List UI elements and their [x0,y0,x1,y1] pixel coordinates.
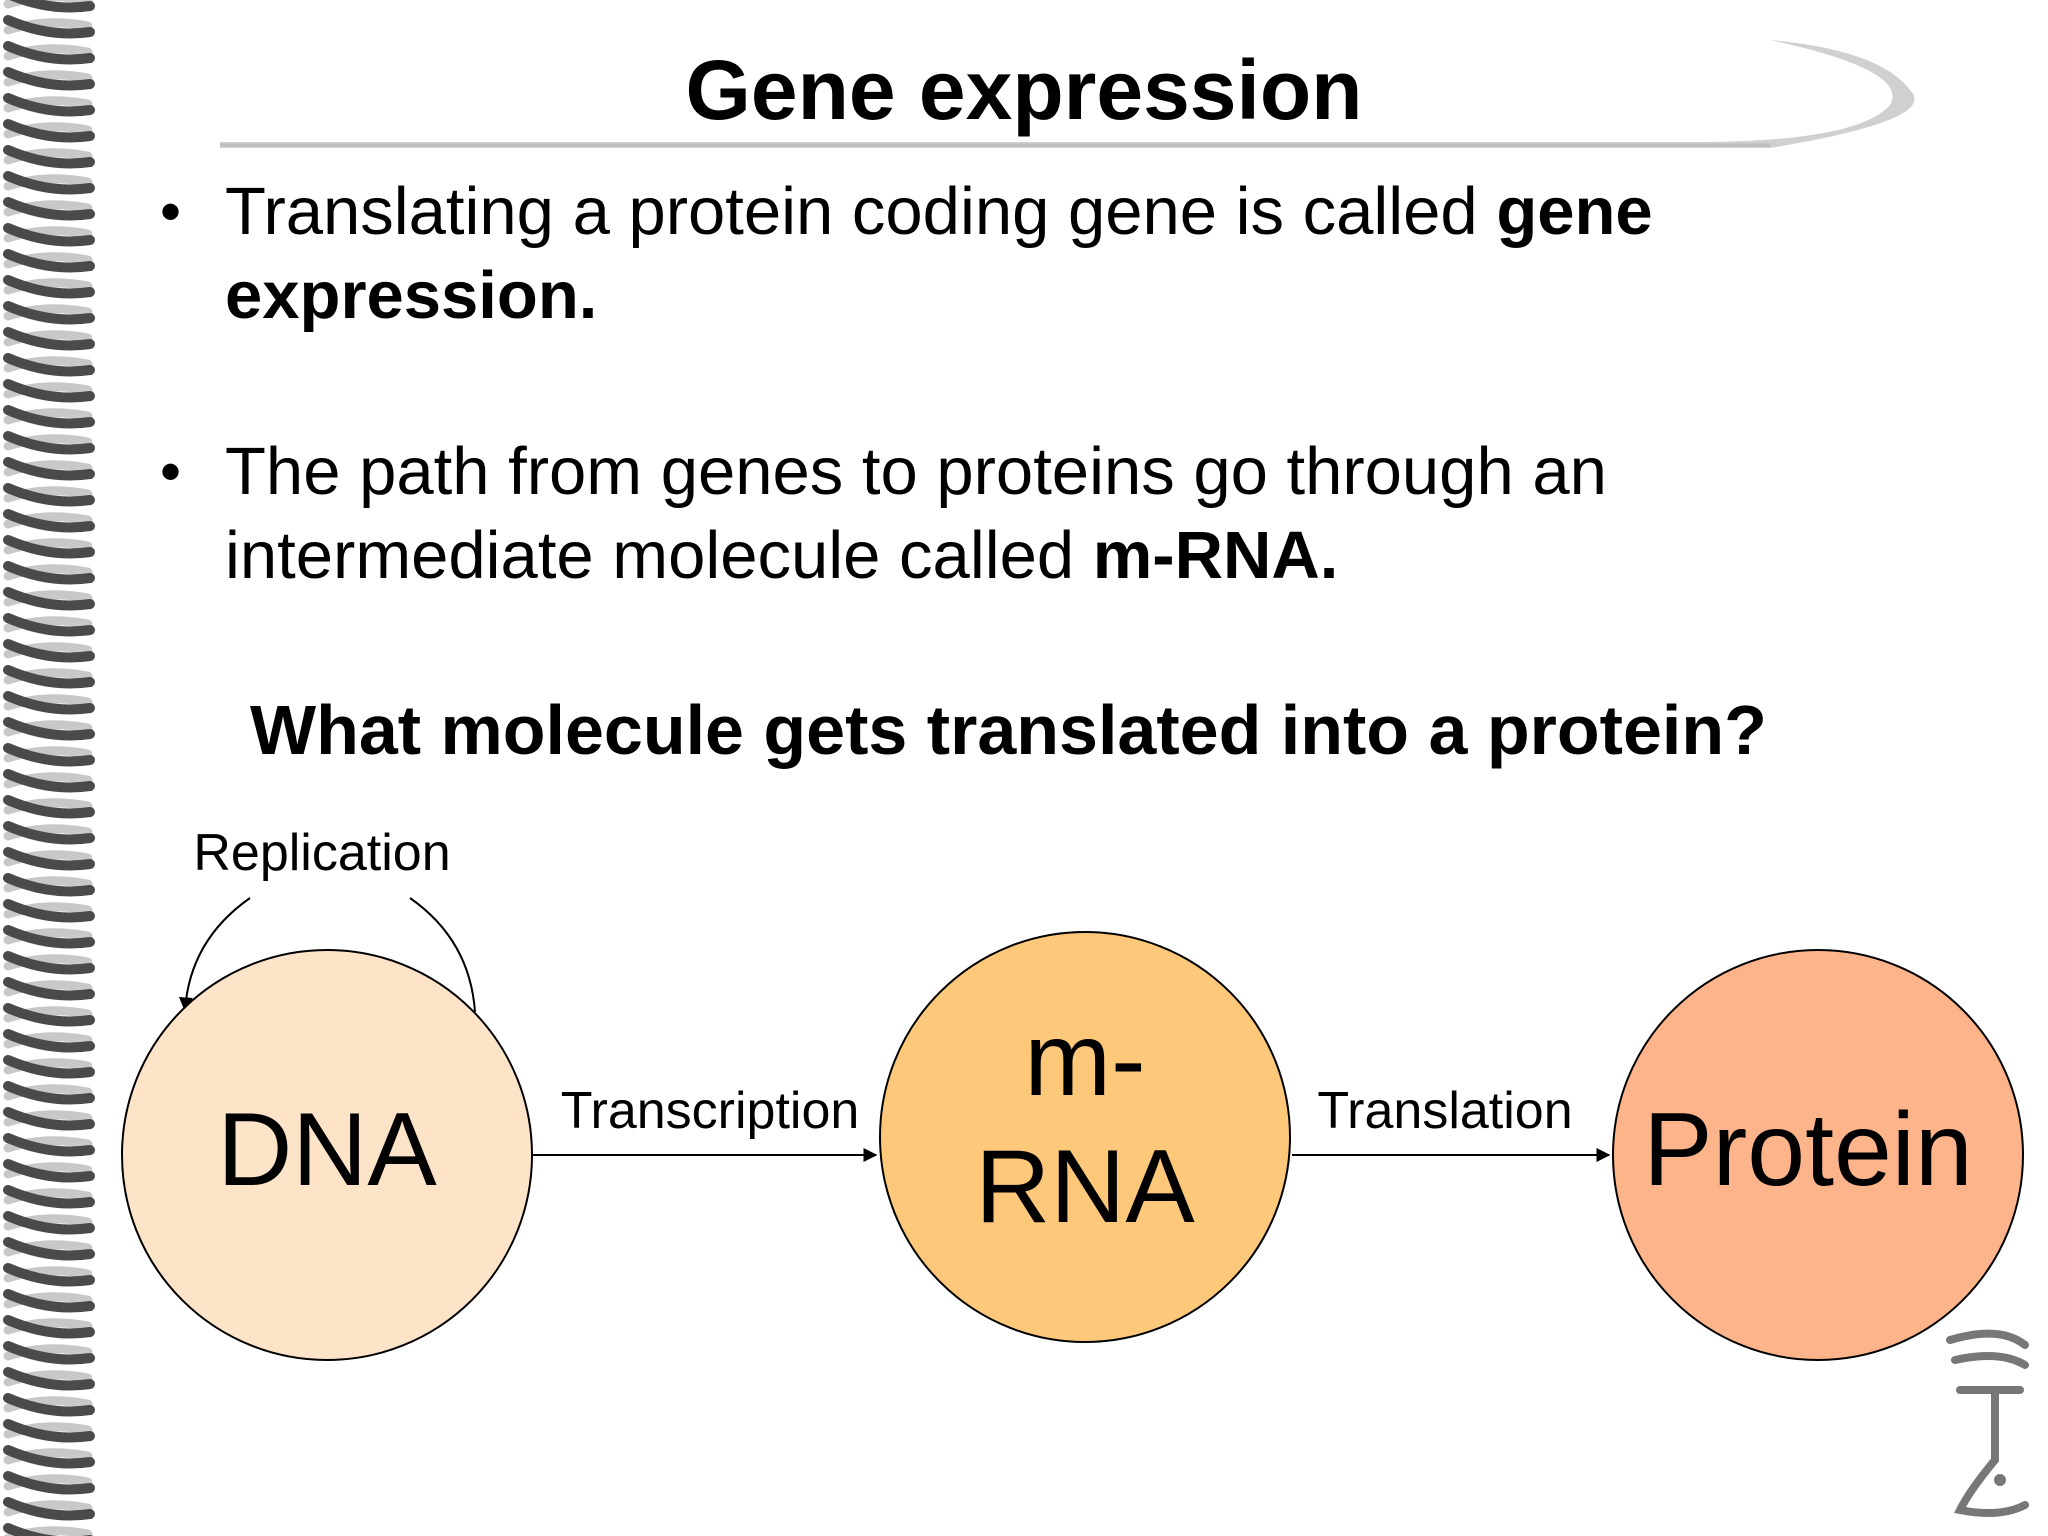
helix-strand-dark [3,1133,95,1157]
helix-strand-dark [3,561,95,585]
node-protein-label: Protein [1643,1092,1973,1208]
helix-strand-dark [3,1003,95,1027]
dna-helix-decoration [3,0,95,1536]
helix-strand-dark [3,483,95,507]
bullet-text: Translating a protein coding gene is cal… [225,174,1497,249]
helix-strand-dark [3,249,95,273]
node-mrna-label-line1: m- [1024,1002,1145,1118]
helix-strand-dark [3,379,95,403]
bullet-dot: • [160,438,182,505]
helix-strand-dark [3,1497,95,1521]
helix-strand-dark [3,691,95,715]
helix-strand-dark [3,119,95,143]
replication-loop-right [409,897,476,1013]
helix-strand-dark [3,1029,95,1053]
helix-strand-dark [3,769,95,793]
helix-strand-dark [3,1419,95,1443]
node-mrna: m- RNA [879,931,1291,1343]
helix-strand-dark [3,509,95,533]
helix-strand-dark [3,1107,95,1131]
helix-strand-dark [3,743,95,767]
helix-strand-dark [3,145,95,169]
helix-strand-dark [3,1341,95,1365]
helix-strand-dark [3,613,95,637]
edge-label-replication: Replication [193,824,450,882]
helix-strand-dark [3,1055,95,1079]
helix-strand-dark [3,873,95,897]
corner-glyph-decoration [1946,1329,2029,1517]
bullet-bold-term: m-RNA. [1092,518,1339,593]
helix-strand-dark [3,1445,95,1469]
helix-strand-dark [3,951,95,975]
helix-strand-dark [3,847,95,871]
title-swoosh-decoration [220,40,1915,148]
bullet-gene-expression: • Translating a protein coding gene is c… [160,170,1925,338]
node-protein: Protein [1612,949,2024,1361]
helix-strand-dark [3,639,95,663]
helix-strand-dark [9,0,95,13]
bullet-bold-term: gene expression. [225,174,1653,333]
helix-strand-dark [3,223,95,247]
helix-strand-dark [3,821,95,845]
helix-strand-dark [3,197,95,221]
helix-strand-dark [3,275,95,299]
helix-strand-dark [3,405,95,429]
helix-strand-dark [3,1471,95,1495]
helix-strand-dark [3,1185,95,1209]
edge-label-translation: Translation [1317,1082,1572,1140]
helix-strand-dark [3,1211,95,1235]
helix-strand-dark [3,67,95,91]
helix-strand-dark [3,587,95,611]
helix-strand-dark [3,327,95,351]
helix-strand-dark [3,535,95,559]
helix-strand-dark [3,171,95,195]
question-heading: What molecule gets translated into a pro… [250,691,1767,769]
bullet-dot: • [160,178,182,245]
replication-loop-left [178,897,251,1012]
helix-strand-dark [3,717,95,741]
helix-strand-dark [3,1393,95,1417]
helix-strand-dark [3,795,95,819]
helix-strand-dark [3,1237,95,1261]
helix-strand-dark [3,41,95,65]
slide-title: Gene expression [685,43,1363,137]
bullet-text: The path from genes to proteins go throu… [225,434,1607,593]
helix-strand-dark [3,977,95,1001]
helix-strand-dark [3,1159,95,1183]
bullet-mrna-path: • The path from genes to proteins go thr… [160,430,1925,598]
helix-strand-dark [3,665,95,689]
helix-strand-dark [3,1289,95,1313]
node-dna-label: DNA [217,1092,437,1208]
helix-strand-dark [3,15,95,39]
helix-strand-dark [3,301,95,325]
edge-label-transcription: Transcription [561,1082,860,1140]
helix-strand-dark [3,1523,93,1536]
helix-strand-dark [3,457,95,481]
helix-strand-dark [3,1367,95,1391]
node-mrna-circle [879,931,1291,1343]
helix-strand-dark [3,353,95,377]
helix-strand-dark [3,925,95,949]
node-dna: DNA [121,949,533,1361]
helix-strand-dark [3,93,95,117]
node-protein-circle [1612,949,2024,1361]
helix-strand-dark [3,1263,95,1287]
node-mrna-label-line2: RNA [975,1129,1195,1245]
helix-strand-dark [3,1315,95,1339]
helix-strand-dark [3,431,95,455]
helix-strand-dark [3,899,95,923]
helix-strand-dark [3,1081,95,1105]
